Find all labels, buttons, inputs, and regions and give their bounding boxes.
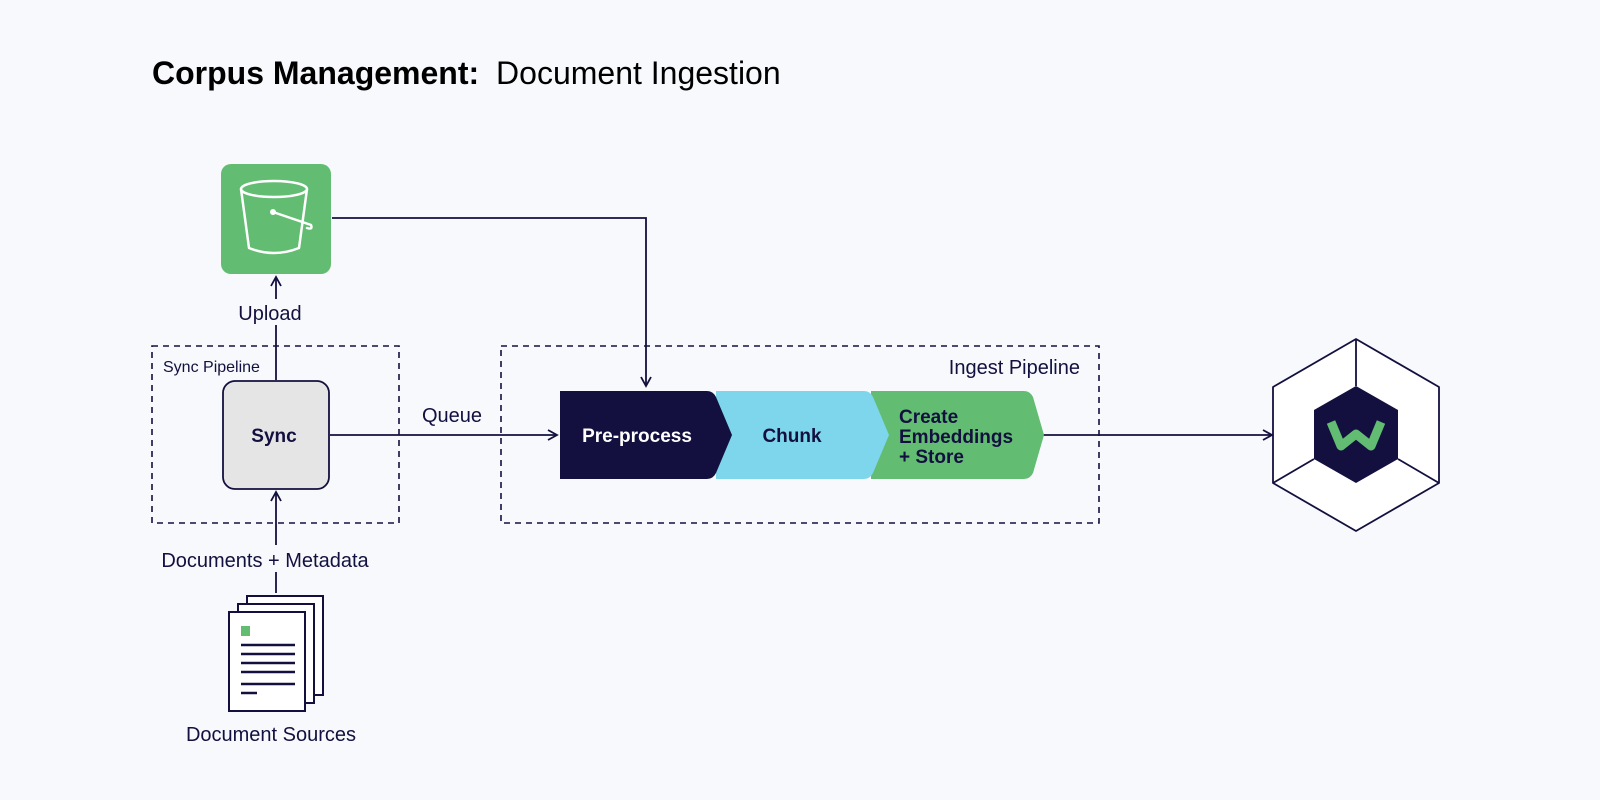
queue-label: Queue [422,405,482,427]
upload-label: Upload [238,303,301,325]
sync-box [222,380,330,490]
preprocess-stage [560,391,732,479]
vector-database-icon [1272,338,1440,532]
chunk-stage [716,391,889,479]
bucket-to-preprocess-arrow [332,217,652,388]
page-title: Corpus Management: Document Ingestion [152,55,781,91]
sync-label: Sync [251,426,297,447]
chunk-label: Chunk [762,426,822,447]
ingest-pipeline-label: Ingest Pipeline [949,357,1080,379]
title-rest: Document Ingestion [496,55,781,91]
embed-label-line3: + Store [899,447,964,468]
title-bold: Corpus Management: [152,55,479,91]
documents-metadata-label: Documents + Metadata [161,550,369,572]
preprocess-label: Pre-process [582,426,692,447]
bucket-icon [221,164,331,274]
sync-pipeline-label: Sync Pipeline [163,359,260,376]
embed-label-line2: Embeddings [899,427,1013,448]
embed-stage [871,391,1044,479]
embed-label-line1: Create [899,407,958,428]
documents-stack-icon [228,595,324,712]
document-sources-label: Document Sources [186,724,356,746]
